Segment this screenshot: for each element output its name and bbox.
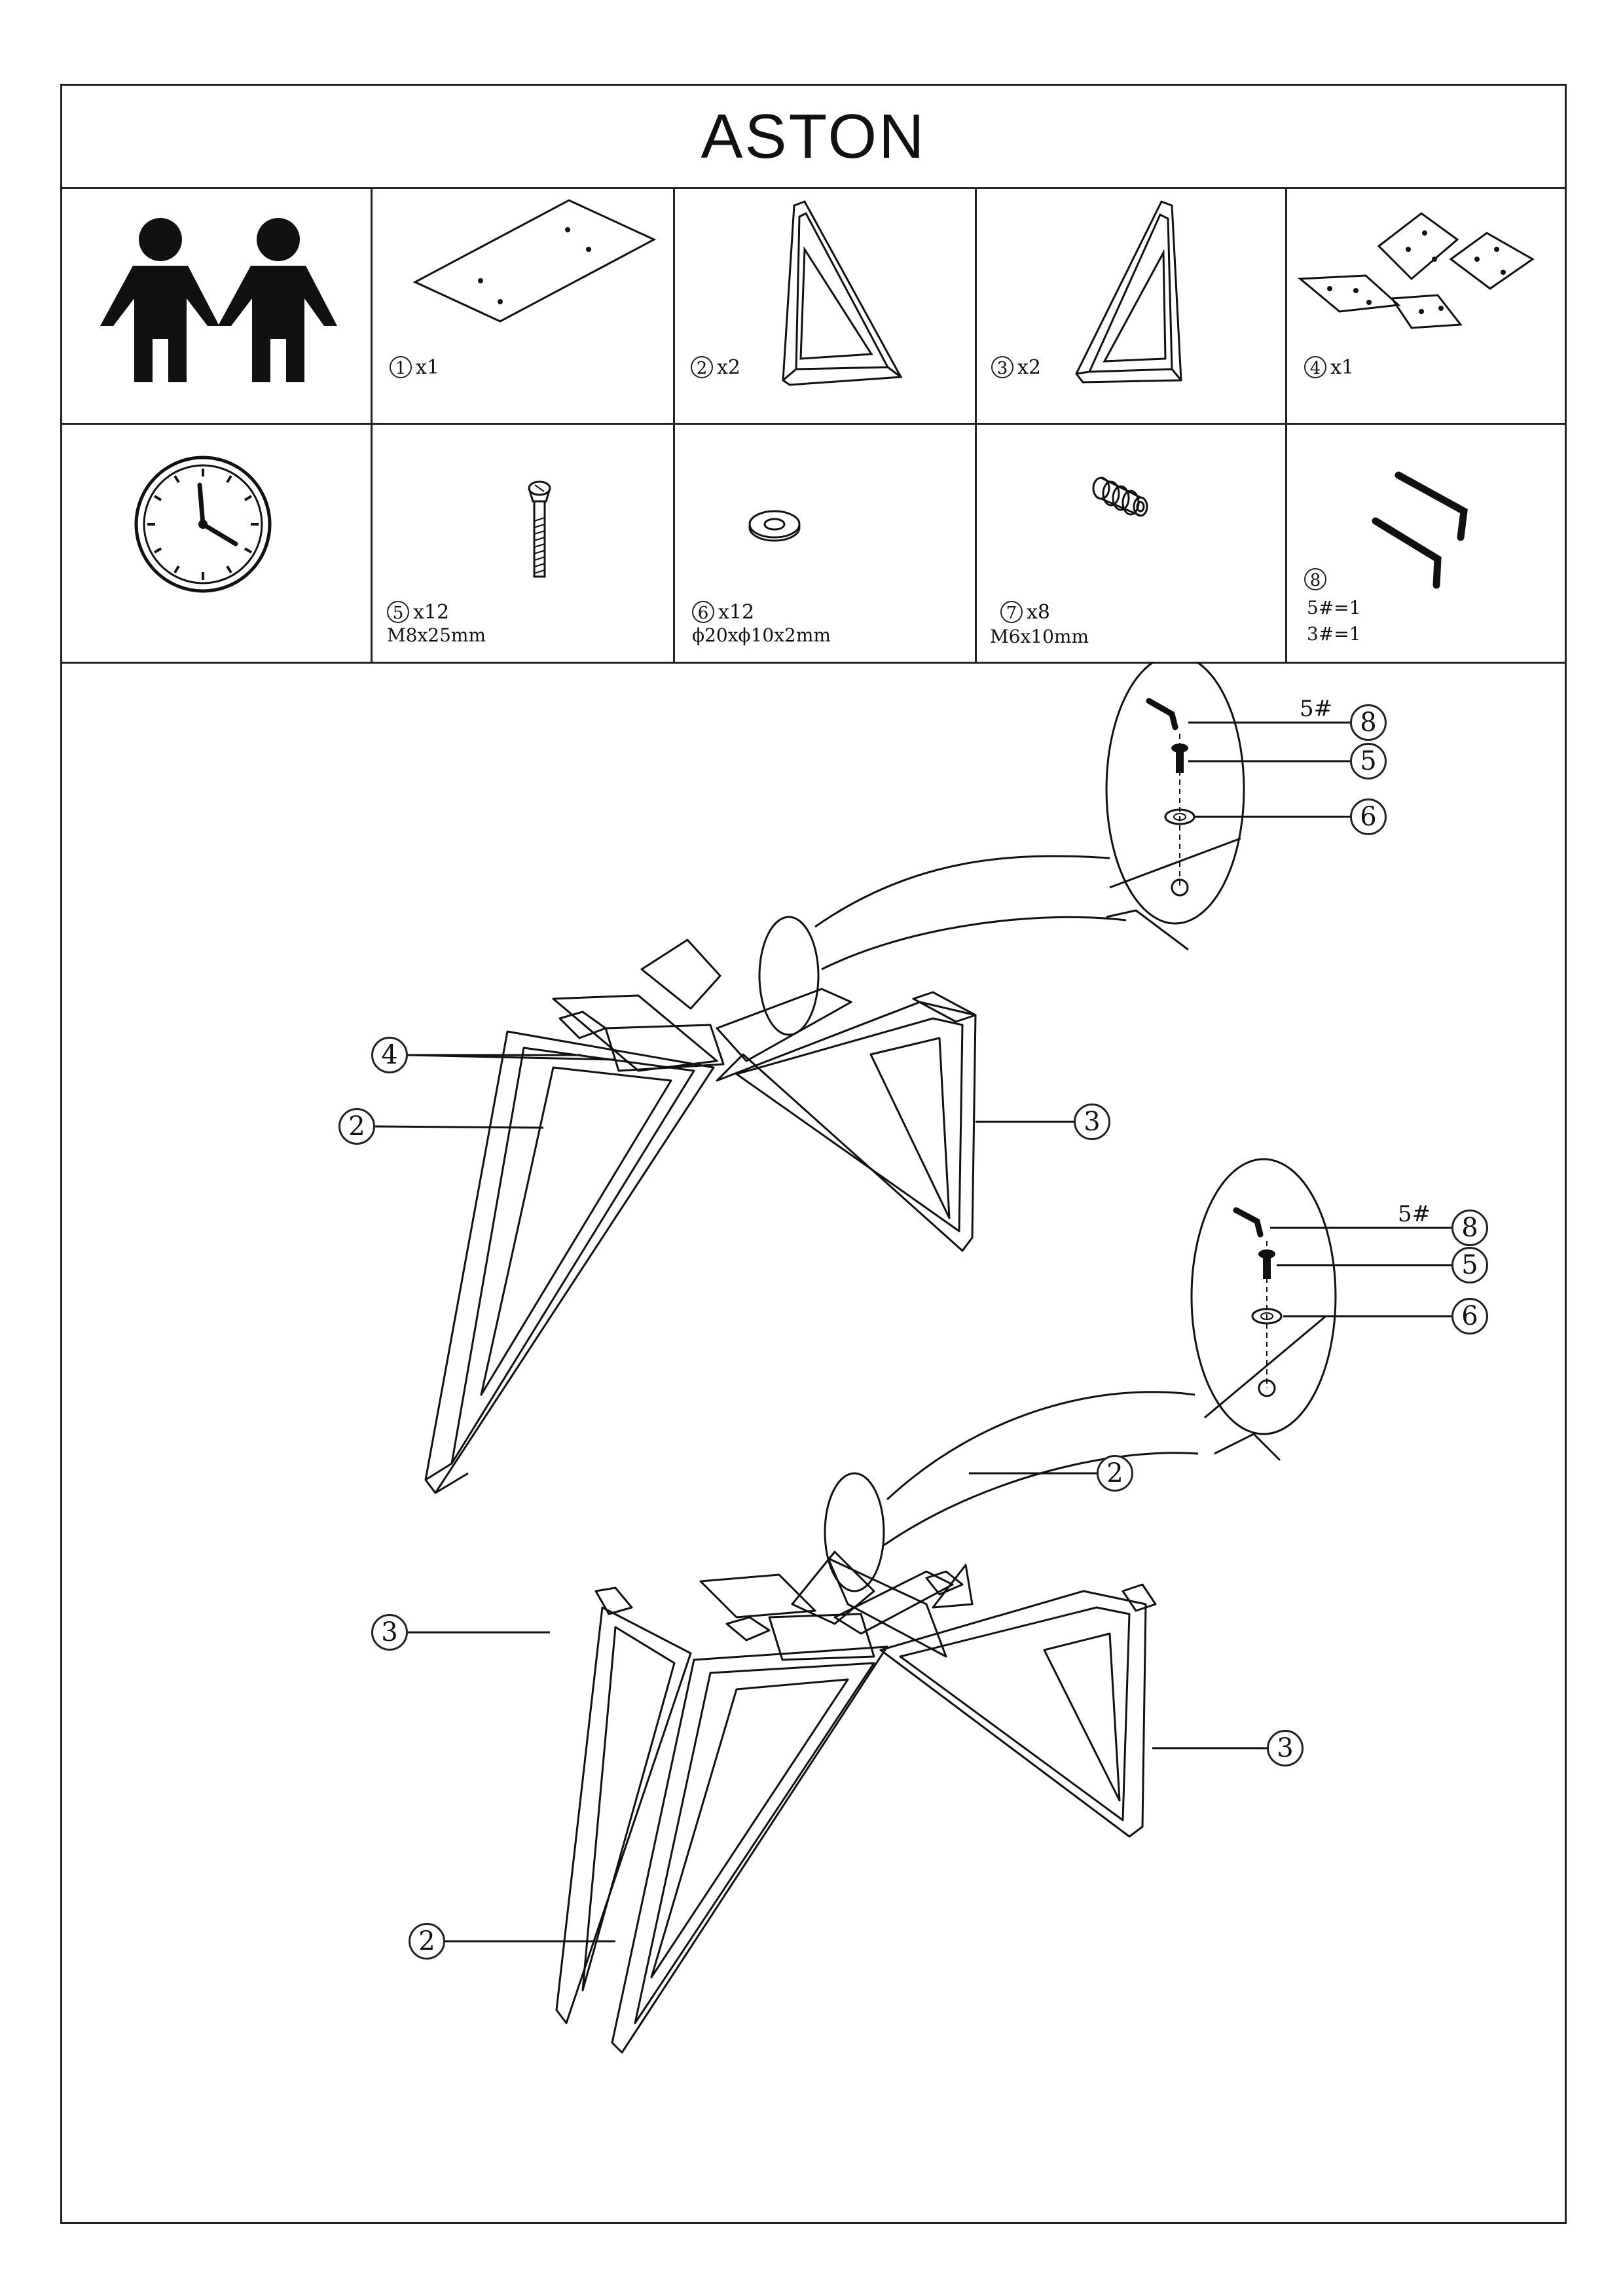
step2-key-size: 5#	[1398, 1201, 1431, 1227]
step2-callout-2-top: 2	[1097, 1455, 1133, 1492]
hardware-6-spec: ϕ20xϕ10x2mm	[692, 624, 831, 646]
step1-key-size: 5#	[1300, 696, 1333, 722]
hardware-7-spec: M6x10mm	[990, 626, 1089, 647]
assembly-drawing	[374, 662, 1451, 2054]
step1-detail-hardware	[374, 698, 1350, 1129]
step2-callout-5: 5	[1451, 1247, 1488, 1283]
two-people-icon	[100, 218, 337, 382]
step1-assembly	[424, 662, 1245, 1494]
step2-callout-2-bottom: 2	[409, 1923, 445, 1960]
hardware-8-label: 8	[1304, 568, 1330, 591]
assembly-diagram: 5# 8 5 6 4 2 3 5# 8 5 6 2 3 3 2	[62, 662, 1565, 2224]
people-cell	[62, 187, 373, 423]
threaded-insert-icon	[1092, 476, 1148, 517]
time-cell	[62, 423, 373, 662]
triangle-leg-icon	[782, 200, 903, 386]
bolt-icon	[528, 480, 551, 578]
step2-assembly	[555, 1158, 1337, 2054]
step1-callout-3: 3	[1074, 1103, 1110, 1140]
triangle-leg-icon	[1075, 200, 1182, 384]
hardware-5-spec: M8x25mm	[387, 624, 486, 646]
clock-icon	[134, 456, 272, 593]
step2-callout-3-left: 3	[371, 1614, 408, 1651]
step2-callout-8: 8	[1451, 1210, 1488, 1246]
step1-callout-4: 4	[371, 1037, 408, 1073]
washer-icon	[748, 510, 801, 542]
step1-callout-8: 8	[1350, 704, 1387, 741]
step2-detail-hardware	[408, 1207, 1451, 1943]
step2-callout-3-right: 3	[1267, 1730, 1304, 1767]
step1-callout-5: 5	[1350, 743, 1387, 780]
hardware-8-spec-5: 5#=1	[1307, 597, 1361, 619]
allen-key-icon	[1372, 471, 1468, 589]
hardware-8-cell: 8 5#=1 3#=1	[1287, 423, 1565, 662]
step2-callout-6: 6	[1451, 1298, 1488, 1335]
tabletop-panel-icon	[412, 199, 657, 323]
product-title: ASTON	[701, 101, 926, 171]
mounting-bracket-icon	[1298, 212, 1535, 329]
hardware-8-spec-3: 3#=1	[1307, 623, 1361, 645]
title-row: ASTON	[62, 86, 1565, 189]
step1-callout-2: 2	[338, 1108, 375, 1145]
step1-callout-6: 6	[1350, 798, 1387, 835]
